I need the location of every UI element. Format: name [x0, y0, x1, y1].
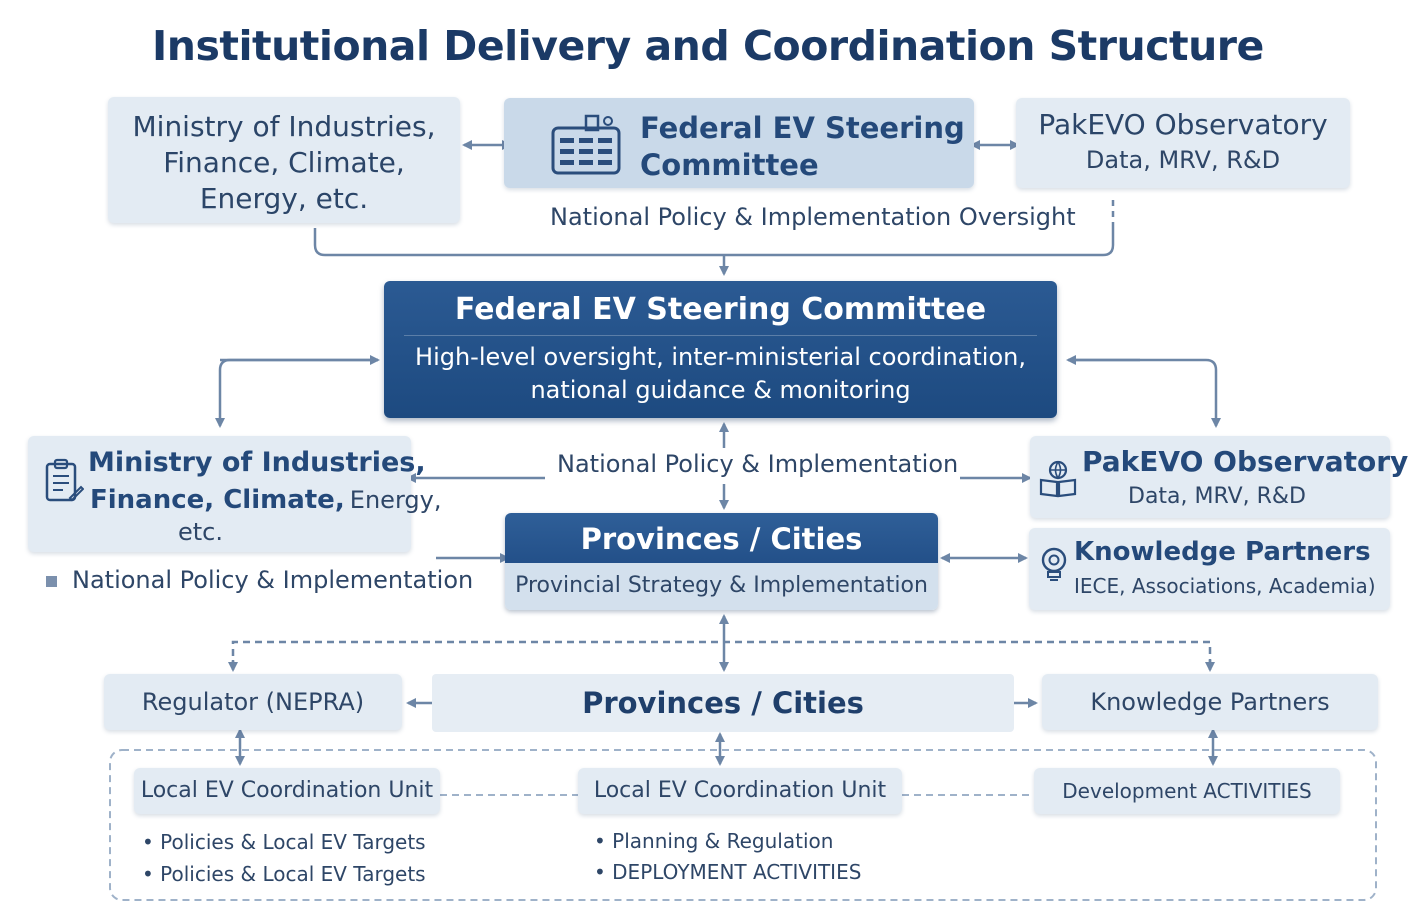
local-unit-2-box[interactable]: Local EV Coordination Unit [578, 768, 902, 814]
lightbulb-gear-icon [1037, 546, 1071, 584]
local-unit-2-item: • DEPLOYMENT ACTIVITIES [594, 860, 862, 884]
bottom-provinces-label: Provinces / Cities [582, 686, 864, 720]
policy-label-left: National Policy & Implementation [72, 566, 474, 594]
top-ministry-label: Ministry of Industries, Finance, Climate… [132, 110, 436, 215]
regulator-box[interactable]: Regulator (NEPRA) [104, 674, 402, 730]
middle-ministry-box[interactable]: Ministry of Industries, Finance, Climate… [28, 436, 441, 552]
top-steering-box[interactable]: Federal EV Steering Committee [504, 98, 974, 188]
calendar-grid-icon [550, 114, 624, 176]
policy-label-center: National Policy & Implementation [557, 450, 959, 478]
top-observatory-box[interactable]: PakEVO Observatory Data, MRV, R&D [1016, 98, 1350, 188]
local-unit-2-list: • Planning & Regulation • DEPLOYMENT ACT… [594, 826, 861, 888]
middle-knowledge-box[interactable]: Knowledge Partners IECE, Associations, A… [1029, 528, 1390, 610]
local-unit-1-title: Local EV Coordination Unit [140, 778, 434, 803]
middle-observatory-sub: Data, MRV, R&D [1128, 484, 1306, 509]
local-unit-2-item: • Planning & Regulation [594, 829, 834, 853]
globe-book-icon [1038, 460, 1078, 498]
middle-ministry-line3: etc. [178, 518, 223, 546]
regulator-label: Regulator (NEPRA) [141, 688, 365, 716]
central-divider [404, 335, 1037, 336]
bottom-knowledge-box[interactable]: Knowledge Partners [1042, 674, 1378, 730]
clipboard-icon [44, 458, 84, 504]
local-unit-1-box[interactable]: Local EV Coordination Unit [134, 768, 440, 814]
top-observatory-title: PakEVO Observatory [1038, 108, 1328, 141]
top-steering-line1: Federal EV Steering [640, 111, 965, 145]
middle-provinces-sub: Provincial Strategy & Implementation [505, 563, 938, 610]
local-unit-3-box[interactable]: Development ACTIVITIES [1034, 768, 1340, 814]
oversight-label: National Policy & Implementation Oversig… [550, 203, 1076, 231]
middle-observatory-title: PakEVO Observatory [1082, 445, 1409, 478]
top-ministry-box[interactable]: Ministry of Industries, Finance, Climate… [108, 97, 460, 223]
middle-knowledge-title: Knowledge Partners [1074, 537, 1371, 567]
middle-ministry-line1: Ministry of Industries, [88, 447, 426, 478]
local-unit-3-title: Development ACTIVITIES [1062, 779, 1312, 803]
bottom-provinces-box[interactable]: Provinces / Cities [432, 674, 1014, 732]
middle-ministry-line2b: Energy, [349, 486, 442, 514]
local-unit-1-list: • Policies & Local EV Targets • Policies… [142, 826, 426, 890]
central-steering-title: Federal EV Steering Committee [454, 292, 987, 327]
central-desc-line1: High-level oversight, inter-ministerial … [415, 343, 1026, 371]
top-steering-line2: Committee [640, 148, 819, 182]
top-observatory-sub: Data, MRV, R&D [1085, 146, 1281, 174]
middle-observatory-box[interactable]: PakEVO Observatory Data, MRV, R&D [1030, 436, 1408, 518]
local-unit-2-title: Local EV Coordination Unit [593, 778, 887, 803]
bottom-knowledge-label: Knowledge Partners [1090, 688, 1330, 716]
middle-ministry-line2a: Finance, Climate, [90, 485, 345, 515]
middle-knowledge-sub: IECE, Associations, Academia) [1074, 574, 1376, 598]
middle-provinces-box[interactable]: Provinces / Cities Provincial Strategy &… [505, 513, 938, 610]
middle-provinces-title: Provinces / Cities [505, 513, 938, 563]
central-steering-box[interactable]: Federal EV Steering Committee High-level… [384, 281, 1057, 418]
central-desc-line2: national guidance & monitoring [530, 376, 911, 404]
local-unit-1-item: • Policies & Local EV Targets [142, 830, 426, 854]
page-title: Institutional Delivery and Coordination … [152, 22, 1264, 70]
local-unit-1-item: • Policies & Local EV Targets [142, 862, 426, 886]
